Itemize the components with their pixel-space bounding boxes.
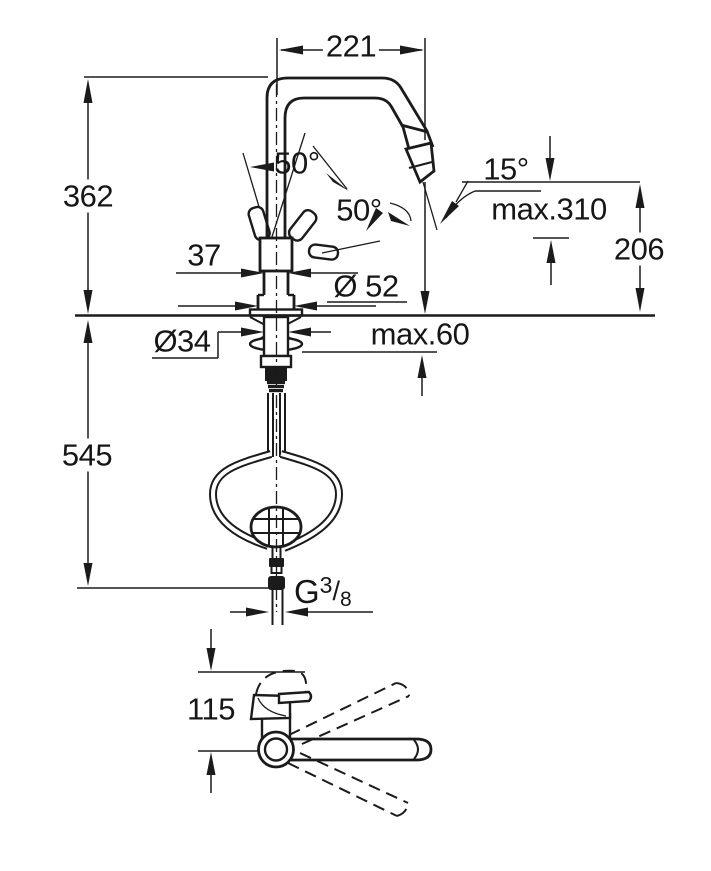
dim-height-above-deck: 362 <box>59 179 117 213</box>
dim-max-spout-height: max.310 <box>491 191 607 227</box>
dim-handle-swivel-front: 50° <box>274 145 320 181</box>
dim-body-width: 37 <box>187 237 221 273</box>
spout-outer <box>265 76 429 242</box>
dim-base-diameter: Ø 52 <box>333 268 399 304</box>
dim-spray-head-angle: 15° <box>483 151 529 187</box>
spout-joint <box>400 123 429 134</box>
plan-spout-bearing <box>257 730 295 769</box>
plan-handle-swung <box>255 669 308 695</box>
dim-max-deck-thickness: max.60 <box>370 316 470 352</box>
spout-inner <box>283 96 405 242</box>
dim-spout-reach: 221 <box>322 29 380 63</box>
dim-handle-swivel-side: 50° <box>336 192 382 228</box>
dim-hose-length: 545 <box>58 438 116 472</box>
dim-thread-size: G3/8 <box>294 572 352 611</box>
spray-head <box>404 141 436 185</box>
dim-outlet-height: 206 <box>610 232 668 266</box>
faucet-plan-view <box>249 669 433 817</box>
plan-spout <box>291 737 433 762</box>
dimension-lines <box>77 38 645 793</box>
faucet-side-view <box>75 76 655 625</box>
dim-handle-clearance: 115 <box>187 691 235 727</box>
dim-shank-diameter: Ø34 <box>153 323 211 359</box>
